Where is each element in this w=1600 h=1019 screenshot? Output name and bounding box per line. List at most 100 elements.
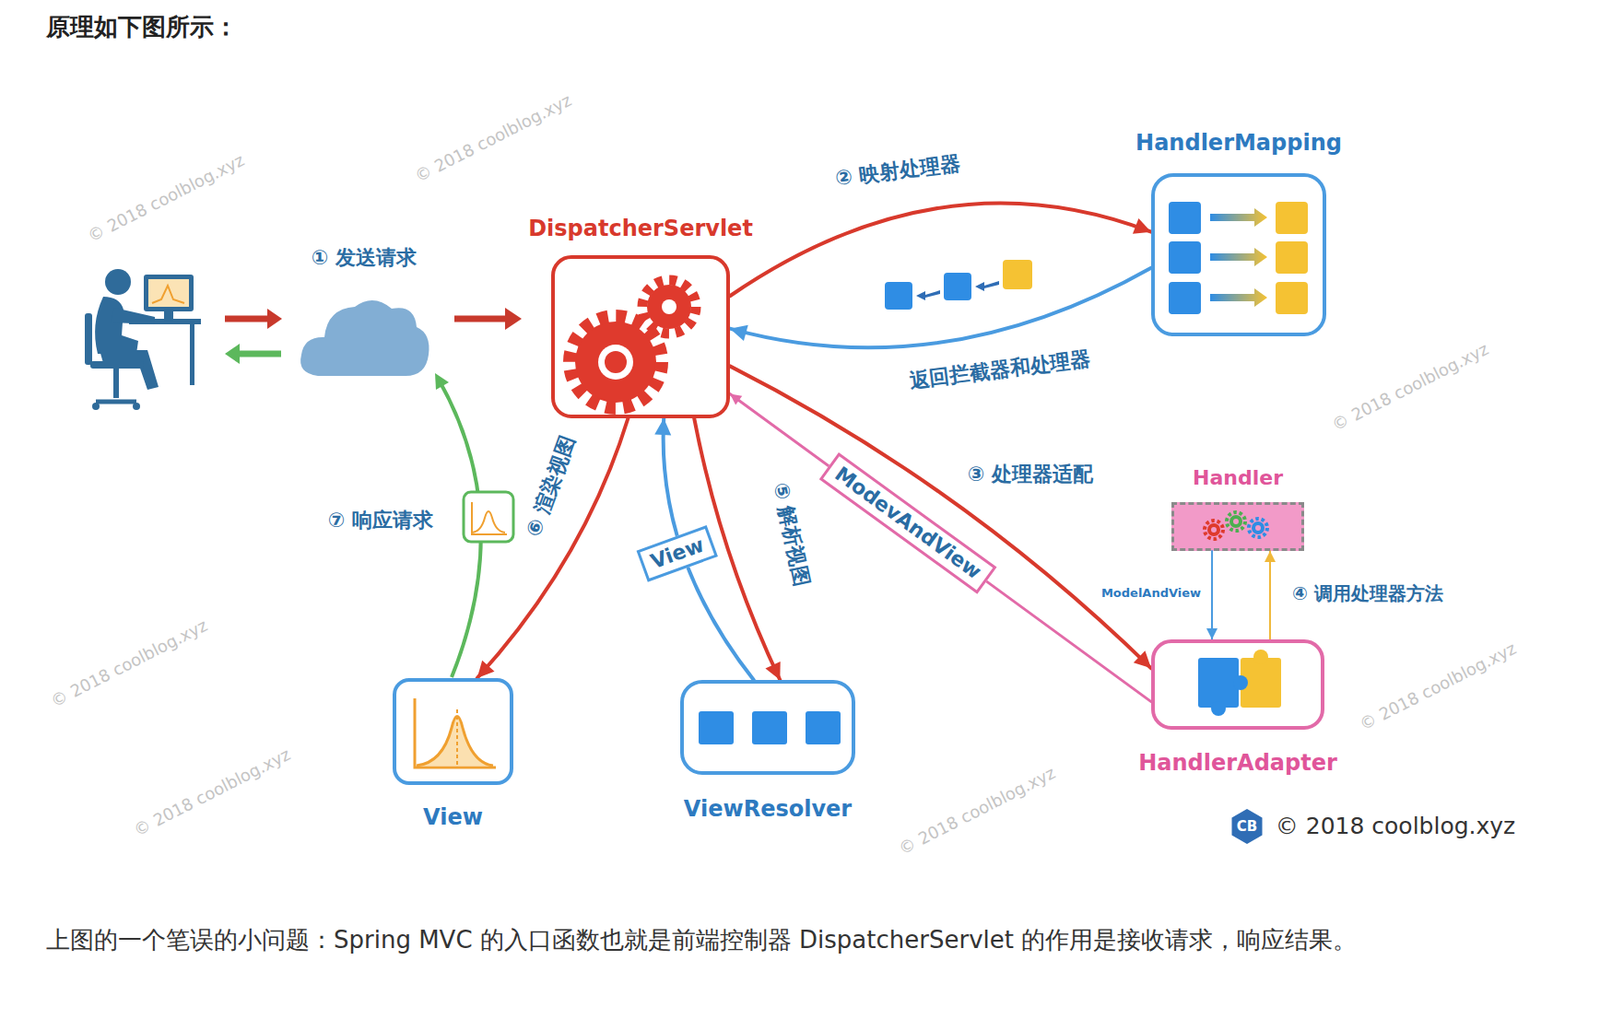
connector [477, 418, 629, 679]
arrow-head [654, 418, 671, 436]
map-arrow [1210, 247, 1268, 267]
watermark: © 2018 coolblog.xyz [47, 615, 212, 712]
resolver-box: ViewResolver [680, 680, 856, 776]
curve-fill [416, 717, 494, 767]
monitor-stand [164, 311, 174, 319]
edge-label: 返回拦截器和处理器 [905, 345, 1095, 395]
blue-square [943, 272, 972, 301]
gear-teeth [1204, 520, 1224, 540]
connector-line [477, 418, 629, 679]
small-arrow [916, 290, 941, 301]
arrow-head [764, 661, 780, 681]
blue-square [805, 711, 841, 745]
edge-label: ⑥ 渲染视图 [519, 430, 583, 544]
gear-body [1251, 521, 1265, 535]
arrow-head [729, 393, 742, 405]
page-title: 原理如下图所示： [46, 11, 238, 44]
connector-line [729, 268, 1152, 349]
arrow-head [224, 343, 240, 365]
returned-chain [884, 259, 1033, 310]
screen [148, 279, 189, 307]
gear-hole [1255, 525, 1261, 531]
chair-wheel [92, 402, 100, 411]
box-heading: HandlerMapping [1135, 129, 1342, 157]
user-body [94, 296, 139, 354]
user-arm [110, 307, 155, 325]
connector [1206, 551, 1218, 640]
network-cloud [300, 300, 429, 377]
blue-square [752, 711, 788, 745]
chair-back [84, 313, 93, 365]
user-legs [99, 350, 159, 390]
map-arrow [1210, 288, 1268, 307]
box-heading: Handler [1192, 466, 1283, 491]
gears [569, 280, 696, 409]
blue-square [698, 711, 734, 745]
monitor [143, 274, 194, 312]
user-head [105, 269, 131, 295]
connector-line [729, 393, 1152, 702]
edge-label: ③ 处理器适配 [964, 461, 1096, 488]
gear-hole [1233, 518, 1239, 525]
request-arrow [454, 316, 507, 323]
box-heading: ViewResolver [683, 796, 852, 824]
mean-line [456, 709, 459, 767]
watermark: © 2018 coolblog.xyz [1329, 339, 1493, 436]
puzzle-knob [1211, 701, 1226, 717]
icon-curve [471, 511, 506, 533]
adapter-box: HandlerAdapter [1151, 639, 1325, 730]
desk-leg [189, 324, 195, 386]
edge-label: ModelAndView [1098, 585, 1204, 602]
yellow-square [1275, 241, 1308, 274]
arrow-head [1133, 650, 1152, 669]
connector-line [729, 203, 1152, 297]
mapping-table [1168, 201, 1308, 315]
response-arrow [237, 351, 282, 358]
yellow-square [1275, 282, 1308, 315]
arrow-head [729, 325, 749, 342]
gear-hole [661, 299, 677, 315]
watermark: © 2018 coolblog.xyz [895, 763, 1059, 859]
small-arrow [975, 281, 1000, 292]
connector-line [729, 365, 1152, 669]
step-label: ① 发送请求 [311, 246, 417, 271]
step-label: ⑦ 响应请求 [328, 508, 434, 533]
edge-label: ⑤ 解析视图 [766, 477, 816, 592]
yellow-square [1275, 201, 1308, 235]
gear-hub [604, 351, 627, 374]
view-chart [414, 698, 496, 768]
bell-curve [416, 717, 494, 767]
credit-text: © 2018 coolblog.xyz [1275, 812, 1516, 841]
caption-text: 上图的一个笔误的小问题：Spring MVC 的入口函数也就是前端控制器 Dis… [46, 917, 1540, 963]
box-heading: DispatcherServlet [528, 215, 753, 243]
connector [729, 393, 1152, 702]
icon-axes [471, 502, 507, 535]
handler-box: Handler [1171, 502, 1305, 552]
connector [729, 203, 1152, 297]
watermark: © 2018 coolblog.xyz [84, 150, 248, 247]
request-arrow [224, 316, 270, 323]
gear-body [1207, 523, 1221, 537]
connector [1264, 551, 1276, 640]
user-figure [84, 269, 201, 411]
connector-line [1269, 551, 1271, 640]
servlet-box: DispatcherServlet [551, 255, 730, 419]
arrow-head [1206, 628, 1218, 640]
blue-square [1168, 282, 1201, 315]
gear-teeth [1248, 518, 1268, 538]
connector [729, 365, 1152, 669]
edge-label: ② 映射处理器 [831, 150, 965, 193]
puzzle-knob [1253, 649, 1269, 665]
edge-label: ④ 调用处理器方法 [1289, 581, 1447, 606]
puzzle-knob [1233, 675, 1248, 691]
gear-body [1229, 515, 1243, 529]
screen-chart [152, 285, 185, 304]
blue-square [884, 282, 913, 310]
view-box: View [392, 678, 514, 786]
watermark: © 2018 coolblog.xyz [130, 744, 295, 841]
gear-body [575, 321, 657, 403]
chart-axes [414, 698, 496, 768]
gear-hole [1211, 527, 1217, 533]
chair-wheel [132, 402, 141, 411]
